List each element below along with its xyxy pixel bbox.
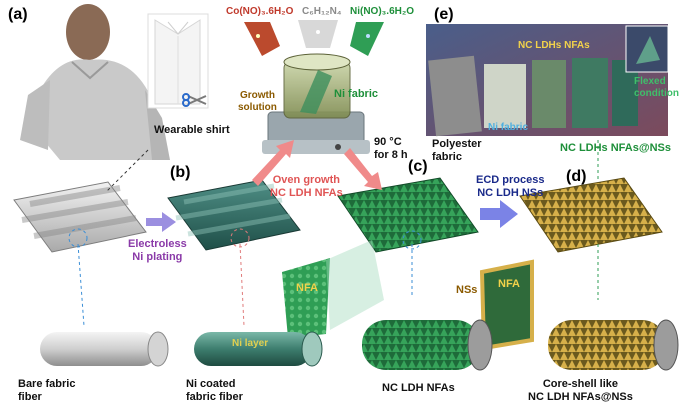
coreshell-label: Core-shell like NC LDH NFAs@NSs [528, 378, 633, 404]
reagent-ni: Ni(NO)₃.6H₂O [350, 6, 415, 17]
ecd-arrow [480, 200, 518, 228]
ecd-label: ECD process NC LDH NSs [476, 174, 544, 200]
nc-ldh-nfas-label: NC LDH NFAs [382, 382, 455, 394]
panel-b-label: (b) [170, 164, 191, 181]
ni-coated-line2: fabric fiber [186, 391, 243, 403]
panel-a-label: (a) [8, 6, 28, 23]
bare-fiber-label: Bare fabric fiber [18, 378, 75, 404]
reagent-hmta: C₆H₁₂N₄ [302, 6, 342, 17]
growth-solution-line1: Growth [239, 90, 275, 101]
growth-solution-line2: solution [238, 102, 277, 113]
nfa-d-label: NFA [498, 278, 520, 290]
process-arrows [146, 140, 518, 232]
photo-nfas-nss-label: NC LDHs NFAs@NSs [560, 142, 671, 154]
electroless-line1: Electroless [128, 238, 187, 250]
photo-polyester-line2: fabric [432, 151, 462, 163]
guide-lines [68, 140, 599, 327]
zoom-wedge [326, 240, 384, 330]
coreshell-line2: NC LDH NFAs@NSs [528, 391, 633, 403]
ecd-line2: NC LDH NSs [477, 187, 544, 199]
photo-flexed-line1: Flexed [634, 76, 666, 87]
oven-arrow-up [252, 140, 294, 186]
bare-fiber-line2: fiber [18, 391, 42, 403]
nfa-c-label: NFA [296, 282, 318, 294]
nss-label: NSs [456, 284, 478, 296]
ni-layer-label: Ni layer [232, 338, 269, 349]
ni-fiber [194, 331, 323, 367]
wearable-shirt-label: Wearable shirt [154, 124, 230, 136]
growth-solution-label: Growth solution [238, 90, 277, 114]
bare-fiber-line1: Bare fabric [18, 378, 76, 390]
photo-polyester-line1: Polyester [432, 138, 482, 150]
panel-c-label: (c) [408, 158, 428, 175]
temperature-text: 90 °C [374, 136, 402, 148]
oven-arrow-down [344, 148, 382, 190]
electroless-arrow [146, 212, 176, 232]
nss-weave [519, 177, 663, 253]
scissors-icon [182, 93, 207, 107]
photo-polyester-label: Polyester fabric [432, 138, 482, 164]
coreshell-line1: Core-shell like [542, 378, 619, 390]
nss-fiber [548, 319, 679, 371]
duration-text: for 8 h [374, 149, 408, 161]
condition-label: 90 °C for 8 h [374, 136, 408, 162]
nfa-weave [337, 177, 479, 253]
nfa-fiber [362, 319, 493, 371]
ni-coated-line1: Ni coated [186, 378, 236, 390]
photo-nfas-label: NC LDHs NFAs [518, 40, 590, 51]
oven-line1: Oven growth [272, 174, 340, 186]
reagent-hoppers [244, 20, 384, 56]
oven-line2: NC LDH NFAs [270, 187, 343, 199]
electroless-line2: Ni plating [132, 251, 183, 263]
photo-ni-fabric-label: Ni fabric [488, 122, 529, 133]
photo-flexed-label: Flexed condition [634, 76, 679, 100]
ecd-line1: ECD process [476, 174, 545, 186]
bare-weave [13, 181, 147, 253]
nfa-inset-c [282, 258, 330, 338]
ni-coated-label: Ni coated fabric fiber [186, 378, 243, 404]
ni-fabric-label: Ni fabric [334, 88, 379, 100]
photo-flexed-line2: condition [634, 88, 679, 99]
fabric-photo [426, 24, 669, 137]
oven-label: Oven growth NC LDH NFAs [270, 174, 343, 200]
reagent-co: Co(NO)₃.6H₂O [226, 6, 294, 17]
ni-weave [167, 179, 301, 251]
panel-d-label: (d) [566, 168, 587, 185]
panel-e-label: (e) [434, 6, 454, 23]
bare-fiber [40, 331, 169, 367]
shirt-illustration [147, 13, 209, 109]
electroless-label: Electroless Ni plating [128, 238, 187, 264]
growth-beaker [262, 53, 370, 154]
